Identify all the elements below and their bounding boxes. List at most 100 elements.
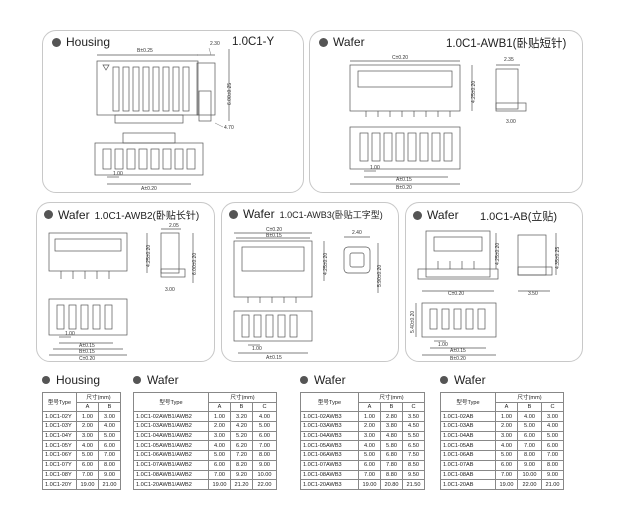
bullet-icon xyxy=(52,37,61,47)
wafer-awb3-panel-title: Wafer 1.0C1-AWB3(卧贴工字型) xyxy=(229,207,383,221)
awb2-dim-total: 6.00±0.20 xyxy=(192,253,198,275)
housing-dim-height: 6.00±0.25 xyxy=(227,83,233,105)
bullet-icon xyxy=(133,376,141,384)
housing-panel: Housing 1.0C1-Y xyxy=(42,30,304,193)
awb12-table-title: Wafer xyxy=(133,372,277,388)
header-col-b: B xyxy=(230,401,253,413)
ab-dim-pitch: 1.00 xyxy=(438,342,448,348)
awb1-dim-depth: 2.35 xyxy=(504,57,514,63)
header-type: 型号Type xyxy=(42,391,77,413)
header-col-a: A xyxy=(358,401,381,413)
bullet-icon xyxy=(229,209,238,219)
wafer-awb1-panel: Wafer 1.0C1-AWB1(卧贴短针) xyxy=(309,30,583,193)
awb2-dim-foot: 3.00 xyxy=(165,287,175,293)
wafer-awb3-model-label: 1.0C1-AWB3(卧贴工字型) xyxy=(279,209,383,220)
ab-table-title: Wafer xyxy=(440,372,564,388)
header-type: 型号Type xyxy=(300,391,359,413)
housing-dim-a: A±0.20 xyxy=(141,186,157,192)
awb3-dim-c: C±0.20 xyxy=(266,227,282,233)
header-col-a: A xyxy=(208,401,231,413)
housing-table-title: Housing xyxy=(42,372,121,388)
awb3-dim-pitch: 1.00 xyxy=(252,346,262,352)
ab-dim-height: 4.25±0.20 xyxy=(495,243,501,265)
awb2-dim-pitch: 1.00 xyxy=(65,331,75,337)
wafer-awb2-panel: Wafer 1.0C1-AWB2(卧贴长针) xyxy=(36,202,215,362)
wafer-awb1-drawing: C±0.20 2.35 4.25±0.20 3.00 1.00 A±0.15 B… xyxy=(310,31,584,194)
header-col-a: A xyxy=(76,401,99,413)
bullet-icon xyxy=(42,376,50,384)
header-col-b: B xyxy=(98,401,121,413)
awb2-dim-c: C±0.20 xyxy=(79,356,95,362)
header-size: 尺寸(mm) xyxy=(495,392,564,403)
awb3-dim-total: 5.90±0.20 xyxy=(377,265,383,287)
housing-dim-pitch: 1.00 xyxy=(113,171,123,177)
awb2-dim-a: A±0.15 xyxy=(79,343,95,349)
ab-dim-foot: 3.50 xyxy=(528,291,538,297)
header-size: 尺寸(mm) xyxy=(76,392,121,403)
header-type: 型号Type xyxy=(440,391,496,413)
header-col-b: B xyxy=(517,401,542,413)
awb1-dim-foot: 3.00 xyxy=(506,119,516,125)
wafer-awb1-panel-title: Wafer xyxy=(319,35,365,49)
bullet-icon xyxy=(44,210,53,219)
awb2-dim-height: 4.25±0.20 xyxy=(146,245,152,267)
wafer-ab-drawing: 4.25±0.20 4.35±0.25 C±0.20 3.50 5.40±0.2… xyxy=(406,203,584,363)
awb1-dim-c: C±0.20 xyxy=(392,55,408,61)
ab-dim-total: 4.35±0.25 xyxy=(555,247,561,269)
ab-dim-c: C±0.20 xyxy=(448,291,464,297)
wafer-awb2-drawing: 2.05 4.25±0.20 6.00±0.20 3.00 1.00 A±0.1… xyxy=(37,203,216,363)
awb1-dim-height: 4.25±0.20 xyxy=(471,81,477,103)
awb3-table-title: Wafer xyxy=(300,372,425,388)
awb12-table-block: Wafer 型号Type 尺寸(mm) A B C 1.0C1-02AWB1/A… xyxy=(133,372,277,490)
wafer-ab-model-label: 1.0C1-AB(立贴) xyxy=(480,211,558,223)
housing-panel-title: Housing xyxy=(52,35,110,49)
awb3-dim-b: B±0.15 xyxy=(266,233,282,239)
ab-dim-depth: 5.40±0.20 xyxy=(410,311,416,333)
awb3-dim-depth: 2.40 xyxy=(352,230,362,236)
awb1-dim-a: A±0.15 xyxy=(396,177,412,183)
awb2-dim-depth: 2.05 xyxy=(169,223,179,229)
wafer-awb3-panel: Wafer 1.0C1-AWB3(卧贴工字型) xyxy=(221,202,399,362)
wafer-ab-panel-title: Wafer xyxy=(413,208,459,222)
header-size: 尺寸(mm) xyxy=(358,392,425,403)
awb2-dim-b: B±0.15 xyxy=(79,349,95,355)
housing-dim-depth: 2.30 xyxy=(210,41,220,47)
wafer-ab-panel: Wafer 1.0C1-AB(立贴) xyxy=(405,202,583,362)
housing-dim-lock: 4.70 xyxy=(224,125,234,131)
bullet-icon xyxy=(413,210,422,220)
bullet-icon xyxy=(300,376,308,384)
housing-dim-b: B±0.25 xyxy=(137,48,153,54)
housing-model-label: 1.0C1-Y xyxy=(232,36,275,48)
bullet-icon xyxy=(319,37,328,47)
